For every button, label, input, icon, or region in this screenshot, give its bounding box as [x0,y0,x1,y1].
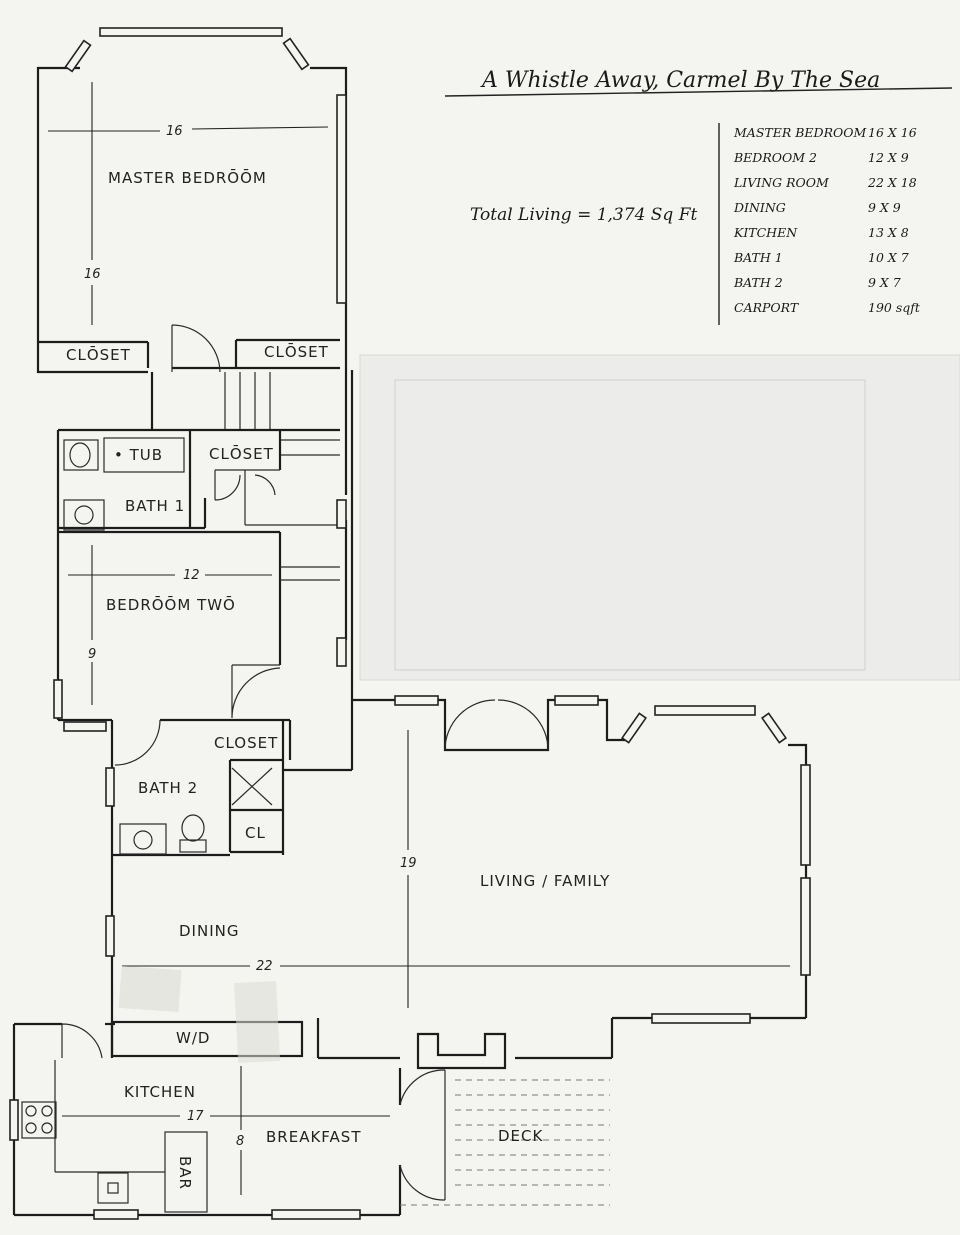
dim-master-width: 16 [166,124,183,139]
dim-master-height: 16 [84,267,101,282]
dim-kitchen-height: 8 [236,1134,244,1149]
windows [9,27,811,1220]
bedroom-two-label: BEDRŌŌM TWŌ [106,595,236,614]
plan-title: A Whistle Away, Carmel By The Sea [480,68,880,93]
table-room-size: 190 sqft [868,300,921,315]
cl-label: CL [245,824,266,842]
tub-label: • TUB [114,446,163,464]
table-room-size: 10 X 7 [868,250,909,265]
table-room-name: CARPORT [734,300,800,315]
stove [21,1101,57,1139]
table-room-size: 16 X 16 [868,125,917,140]
fixtures [63,437,207,855]
table-room-size: 13 X 8 [868,225,909,240]
bath1-label: BATH 1 [125,497,185,515]
table-room-size: 22 X 18 [867,175,917,190]
taped-overlay-paper [359,354,960,681]
table-room-name: KITCHEN [733,225,798,240]
table-room-size: 9 X 9 [868,200,901,215]
closet-label-left: CLŌSET [66,345,131,364]
closet-label-bed2: CLOSET [214,734,278,752]
title-underline [444,87,953,97]
table-room-name: LIVING ROOM [733,175,830,190]
overlay-faint-content [394,379,866,671]
kitchen-label: KITCHEN [124,1083,196,1101]
table-room-size: 9 X 7 [868,275,901,290]
table-room-name: DINING [733,200,786,215]
table-room-name: BATH 2 [733,275,783,290]
washer-dryer-label: W/D [176,1029,210,1047]
bar-label: BAR [176,1156,194,1190]
table-room-name: BATH 1 [733,250,783,265]
table-room-name: MASTER BEDROOM [733,125,867,140]
dim-bed2-width: 12 [183,568,200,583]
closet-label-right: CLŌSET [264,342,329,361]
tape-piece [234,980,281,1064]
dim-living-height: 19 [400,856,417,871]
table-room-name: BEDROOM 2 [733,150,817,165]
toilet-bath1 [63,439,99,471]
toilet-bath2 [181,814,205,842]
dim-bed2-height: 9 [88,647,96,662]
walls [12,66,808,1217]
dim-dining-width: 22 [256,959,273,974]
tape-piece [118,965,182,1013]
table-room-size: 12 X 9 [868,150,909,165]
master-bedroom-label: MASTER BEDRŌŌM [108,168,267,187]
deck-label: DECK [498,1127,544,1145]
bath2-label: BATH 2 [138,779,198,797]
total-living: Total Living = 1,374 Sq Ft [470,205,698,225]
sink-bath1 [63,499,105,531]
breakfast-label: BREAKFAST [266,1128,361,1146]
sink-bath2 [119,823,167,855]
closet-label-bath: CLŌSET [209,444,274,463]
dim-kitchen-width: 17 [187,1109,204,1124]
tub [103,437,185,473]
dimension-lines [48,82,790,1195]
dining-label: DINING [179,922,239,940]
living-family-label: LIVING / FAMILY [480,872,610,890]
